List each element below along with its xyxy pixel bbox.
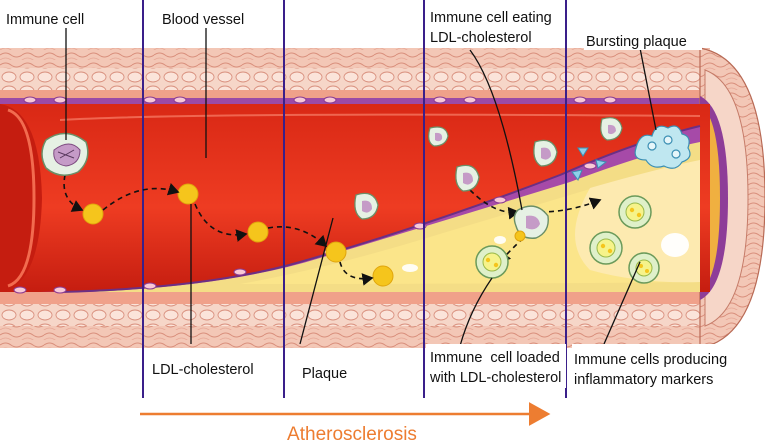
label-producing-line1: Immune cells producing (574, 352, 727, 368)
ldl-path (339, 261, 374, 286)
immune-cells (41, 117, 660, 284)
ldl-particle (247, 221, 269, 243)
label-bursting: Bursting plaque (586, 34, 687, 50)
bursting-plaque (634, 125, 691, 169)
endothelial-layer (13, 96, 617, 294)
inflammatory-markers (571, 147, 608, 182)
label-producing-line2: inflammatory markers (574, 372, 713, 388)
immune-cell-small (354, 192, 379, 220)
process-title: Atherosclerosis (287, 424, 417, 444)
ldl-path (194, 203, 248, 242)
label-immune-cell: Immune cell (6, 12, 84, 28)
immune-path (63, 174, 84, 212)
immune-path (469, 189, 520, 220)
immune-cell-small (600, 117, 623, 141)
immune-cell-small (455, 164, 480, 192)
ldl-particle (177, 183, 199, 205)
process-arrow: Atherosclerosis (140, 402, 551, 444)
foam-cell (589, 231, 623, 265)
immune-path (539, 197, 602, 213)
immune-cell-eating (513, 205, 549, 242)
pointer-bursting (639, 47, 657, 131)
pointer-producing (603, 261, 641, 345)
label-plaque: Plaque (302, 366, 347, 382)
label-loaded-line1: Immune cell loaded (430, 350, 560, 366)
ldl-path (102, 183, 180, 211)
vessel-wall-bottom (0, 284, 710, 348)
immune-cell-small (533, 139, 558, 167)
pointer-lines (65, 28, 657, 347)
ldl-path (267, 226, 328, 248)
immune-cell-small (428, 126, 449, 147)
stage-dividers (142, 0, 567, 398)
pointer-loaded (459, 277, 493, 347)
ldl-particle (325, 241, 347, 263)
label-eating-line1: Immune cell eating (430, 10, 552, 26)
foam-cell (628, 252, 660, 284)
vessel-wall-top (0, 48, 710, 104)
foam-cell (475, 245, 509, 279)
labels: Immune cell Blood vessel Immune cell eat… (2, 4, 740, 390)
label-eating-line2: LDL-cholesterol (430, 30, 532, 46)
immune-cell-large (41, 132, 89, 176)
pointer-eating (469, 49, 523, 211)
label-blood-vessel: Blood vessel (162, 12, 244, 28)
ldl-particle (372, 265, 394, 287)
foam-cell (618, 195, 652, 229)
ldl-particles (82, 183, 394, 287)
label-loaded-line2: with LDL-cholesterol (429, 370, 561, 386)
pointer-plaque (299, 217, 334, 345)
label-ldl: LDL-cholesterol (152, 362, 254, 378)
ldl-particle (82, 203, 104, 225)
